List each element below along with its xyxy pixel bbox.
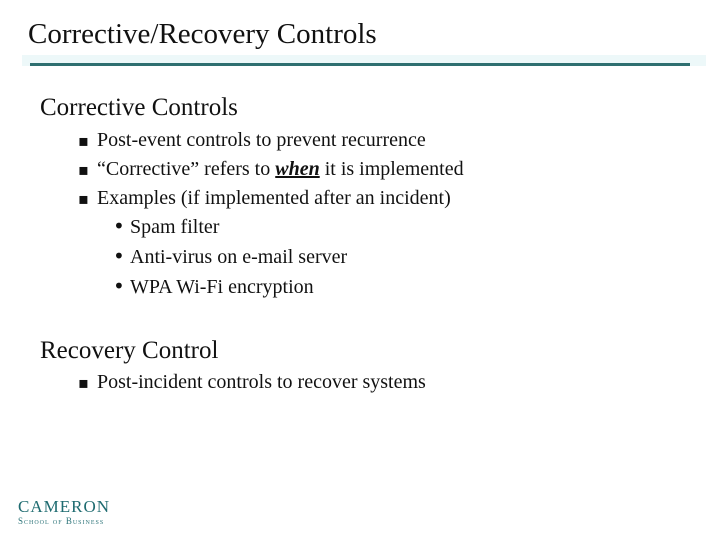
title-divider-line (30, 63, 690, 66)
bullet-text: Post-event controls to prevent recurrenc… (97, 129, 426, 151)
round-bullet-icon: • (113, 214, 125, 238)
sub-bullet-item: • Anti-virus on e-mail server (113, 242, 347, 272)
round-bullet-icon: • (113, 274, 125, 298)
sub-bullet-text: Spam filter (130, 216, 220, 238)
round-bullet-icon: • (113, 244, 125, 268)
recovery-bullet-list: ▪ Post-incident controls to recover syst… (78, 368, 426, 397)
square-bullet-icon: ▪ (78, 373, 89, 392)
square-bullet-icon: ▪ (78, 160, 89, 179)
sub-bullet-item: • Spam filter (113, 212, 347, 242)
sub-bullet-text: WPA Wi-Fi encryption (130, 276, 314, 298)
square-bullet-icon: ▪ (78, 131, 89, 150)
bullet-text: Examples (if implemented after an incide… (97, 187, 451, 209)
bullet-item: ▪ Post-event controls to prevent recurre… (78, 126, 464, 155)
emphasized-word: when (275, 158, 320, 180)
bullet-item: ▪ Examples (if implemented after an inci… (78, 184, 464, 213)
sub-bullet-text: Anti-virus on e-mail server (130, 246, 348, 268)
corrective-bullet-list: ▪ Post-event controls to prevent recurre… (78, 126, 464, 213)
title-divider-glow (22, 55, 706, 66)
cameron-school-of-business-logo: CAMERON School of Business (18, 497, 111, 527)
square-bullet-icon: ▪ (78, 189, 89, 208)
bullet-text-post: it is implemented (319, 158, 464, 180)
section-heading-recovery: Recovery Control (40, 337, 219, 364)
bullet-text-pre: “Corrective” refers to (97, 158, 276, 180)
logo-tagline: School of Business (18, 516, 105, 526)
bullet-item: ▪ Post-incident controls to recover syst… (78, 368, 426, 397)
logo-wordmark: CAMERON (18, 497, 111, 516)
bullet-item: ▪ “Corrective” refers to when it is impl… (78, 155, 464, 184)
slide-title: Corrective/Recovery Controls (28, 18, 377, 50)
bullet-text: “Corrective” refers to when it is implem… (97, 155, 464, 184)
bullet-text: Post-incident controls to recover system… (97, 371, 426, 393)
corrective-sub-bullet-list: • Spam filter • Anti-virus on e-mail ser… (113, 212, 347, 302)
sub-bullet-item: • WPA Wi-Fi encryption (113, 272, 347, 302)
section-heading-corrective: Corrective Controls (40, 94, 238, 121)
